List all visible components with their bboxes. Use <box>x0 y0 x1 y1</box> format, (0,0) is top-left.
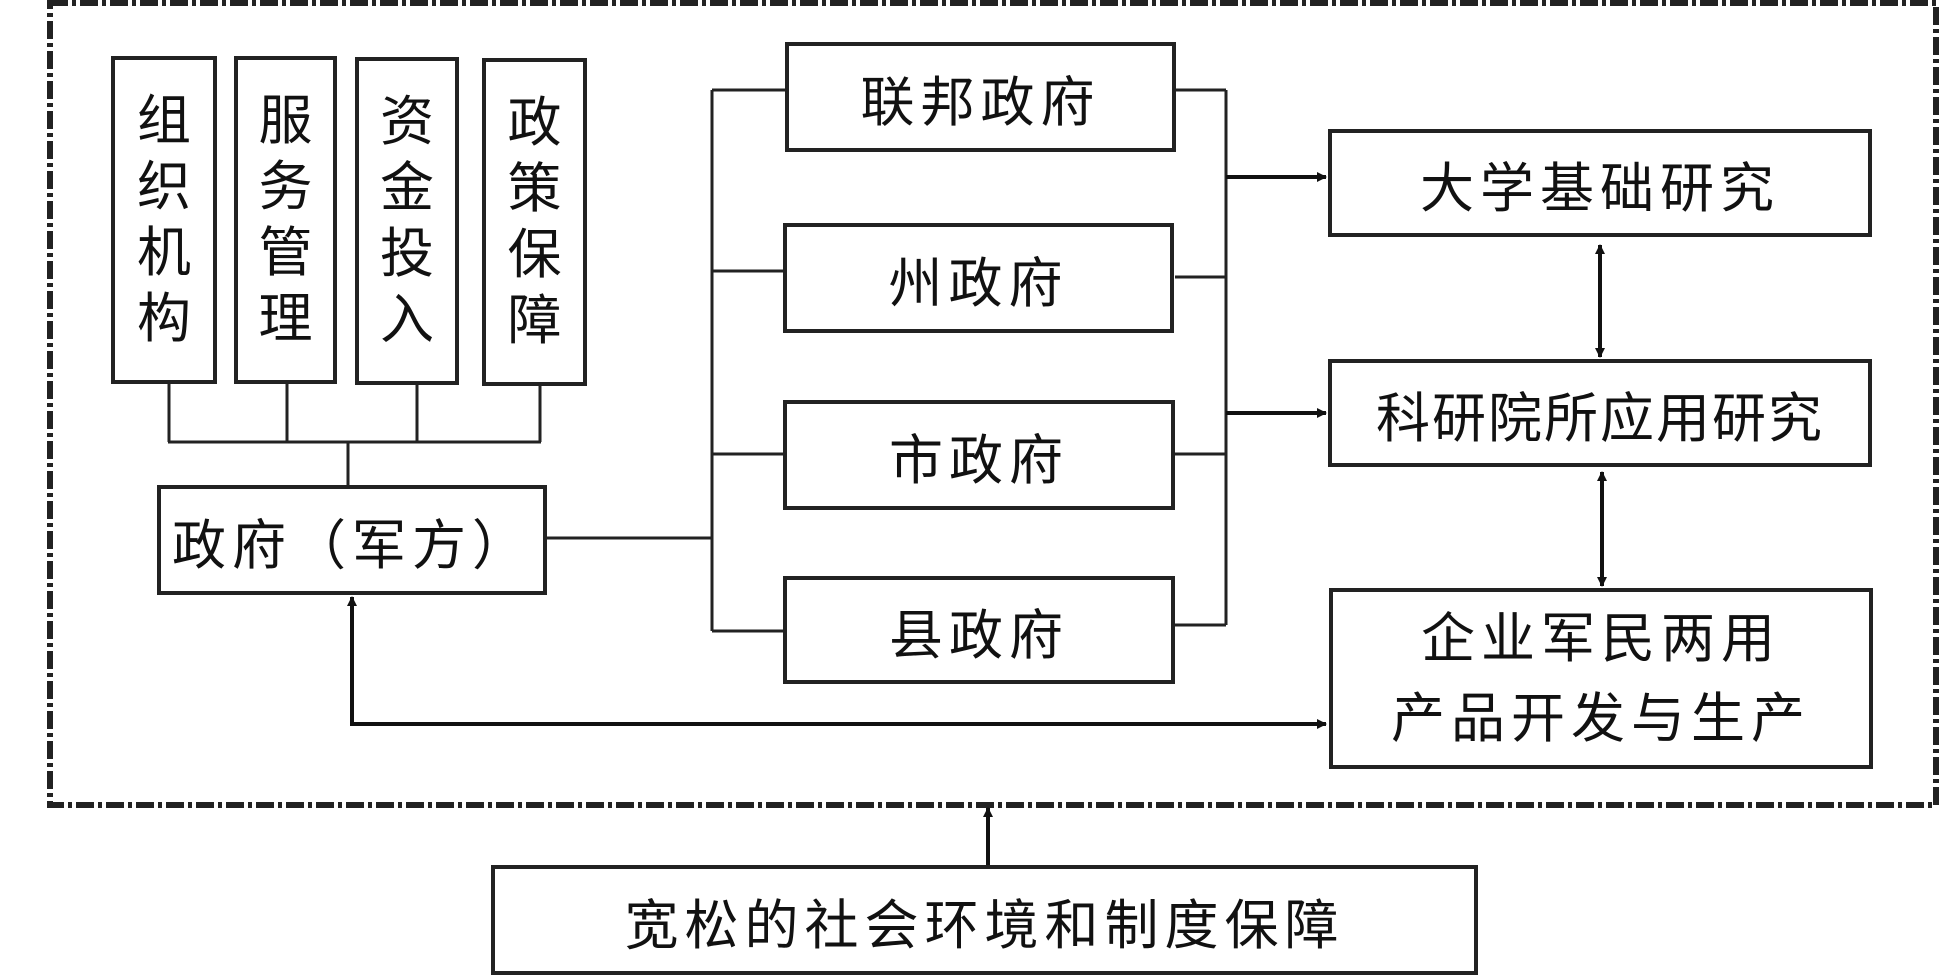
pillar-char: 构 <box>137 287 191 350</box>
pillar-char: 机 <box>137 221 191 284</box>
pillar-char: 入 <box>380 288 434 351</box>
level-label: 县政府 <box>889 603 1069 667</box>
enterprise-label-line2: 产品开发与生产 <box>1391 686 1811 750</box>
pillar-char: 组 <box>137 89 191 152</box>
government-label: 政府（军方） <box>172 513 532 577</box>
environment-label: 宽松的社会环境和制度保障 <box>624 893 1345 957</box>
basic-research-node: 大学基础研究 <box>1328 129 1872 237</box>
environment-node: 宽松的社会环境和制度保障 <box>491 865 1478 975</box>
pillar-service-management: 服 务 管 理 <box>234 56 337 384</box>
enterprise-node: 企业军民两用 产品开发与生产 <box>1329 588 1873 769</box>
pillar-char: 服 <box>258 89 313 152</box>
pillar-char: 资 <box>380 90 434 153</box>
pillar-organization: 组 织 机 构 <box>111 56 217 384</box>
level-county: 县政府 <box>783 576 1175 684</box>
pillar-char: 政 <box>507 91 562 154</box>
level-federal: 联邦政府 <box>785 42 1176 152</box>
level-label: 市政府 <box>889 428 1069 492</box>
level-city: 市政府 <box>783 400 1175 510</box>
government-node: 政府（军方） <box>157 485 547 595</box>
pillar-policy: 政 策 保 障 <box>482 58 587 386</box>
system-frame <box>47 0 1939 808</box>
level-label: 联邦政府 <box>860 70 1101 134</box>
arrow-gov-enterprise-loop <box>347 596 1327 729</box>
pillar-char: 策 <box>507 157 562 220</box>
pillar-char: 管 <box>258 221 313 284</box>
basic-research-label: 大学基础研究 <box>1420 156 1780 220</box>
level-state: 州政府 <box>783 223 1174 333</box>
level-label: 州政府 <box>888 251 1069 315</box>
pillar-char: 投 <box>380 222 434 285</box>
pillar-char: 障 <box>507 289 562 352</box>
pillar-char: 保 <box>507 223 562 286</box>
pillar-char: 金 <box>380 156 434 219</box>
enterprise-label-line1: 企业军民两用 <box>1421 606 1781 670</box>
applied-research-node: 科研院所应用研究 <box>1328 359 1872 467</box>
applied-research-label: 科研院所应用研究 <box>1376 386 1824 450</box>
pillar-char: 务 <box>258 155 313 218</box>
pillar-funding: 资 金 投 入 <box>355 57 459 385</box>
pillar-char: 理 <box>258 287 313 350</box>
pillar-char: 织 <box>137 155 191 218</box>
